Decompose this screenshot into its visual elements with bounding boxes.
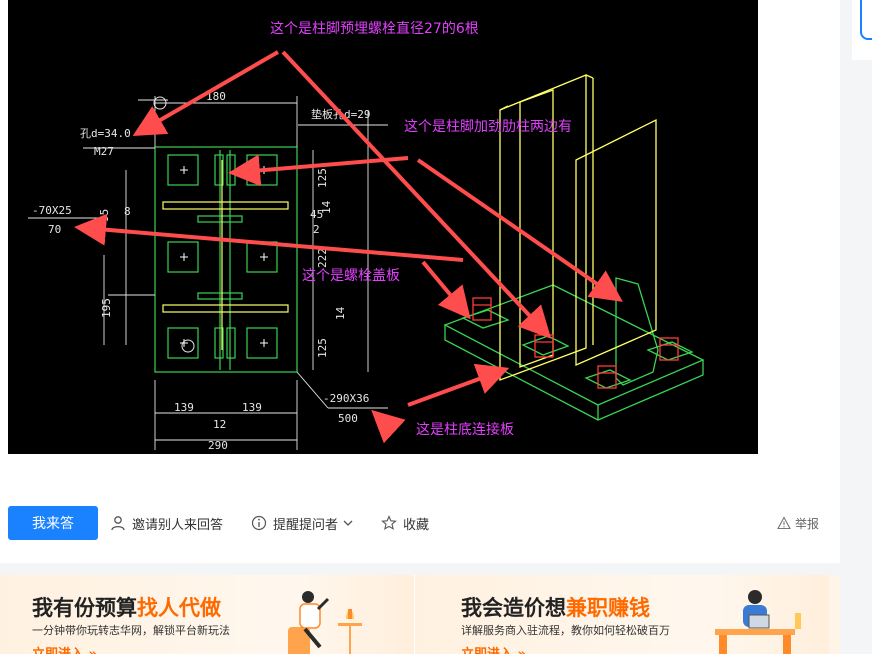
promo-banner-enter-link[interactable]: 立即进入 » <box>32 643 97 654</box>
dim-14b: 14 <box>334 306 347 320</box>
info-icon <box>251 515 267 531</box>
promo-banner-subtitle: 详解服务商入驻流程，教你如何轻松破百万 <box>461 624 670 637</box>
dim-139a: 139 <box>174 401 194 414</box>
promo-banner-subtitle: 一分钟带你玩转志华网，解锁平台新玩法 <box>32 624 230 637</box>
dimension-lines <box>28 96 388 450</box>
label-stiffener: 这个是柱脚加劲肋柱两边有 <box>404 118 572 135</box>
person-at-laptop-illustration <box>715 590 801 654</box>
dim-95: 95 <box>98 209 111 222</box>
report-label: 举报 <box>795 516 820 531</box>
dim-2: 2 <box>313 223 320 236</box>
star-icon <box>381 515 397 530</box>
report-action[interactable]: 举报 <box>777 506 819 540</box>
promo-banner-budget[interactable]: 我有份预算找人代做 一分钟带你玩转志华网，解锁平台新玩法 立即进入 » <box>0 575 414 654</box>
promo-banner-title: 我会造价想兼职赚钱 <box>461 596 650 620</box>
invite-answer-action[interactable]: 邀请别人来回答 <box>110 506 223 540</box>
answer-action-bar: 我来答 邀请别人来回答 提醒提问者 收藏 <box>8 506 828 540</box>
sidebar-card-border <box>860 0 872 40</box>
dim-125a: 125 <box>316 168 329 188</box>
label-base-plate: 这是柱底连接板 <box>416 421 514 438</box>
dim-45: 45 <box>310 208 323 221</box>
label-bolt-cover: 这个是螺栓盖板 <box>302 267 400 284</box>
plan-view <box>154 146 298 373</box>
collect-label: 收藏 <box>403 517 430 533</box>
label-anchor-bolt: 这个是柱脚预埋螺栓直径27的6根 <box>270 20 479 37</box>
invite-answer-label: 邀请别人来回答 <box>132 517 224 533</box>
warning-icon <box>777 516 791 530</box>
answer-button[interactable]: 我来答 <box>8 506 98 540</box>
sidebar-card <box>852 0 872 60</box>
annotation-arrows <box>74 50 623 444</box>
person-at-desk-illustration <box>288 591 362 654</box>
dim-222: 222 <box>316 248 329 268</box>
promo-banner-parttime[interactable]: 我会造价想兼职赚钱 详解服务商入驻流程，教你如何轻松破百万 立即进入 » <box>415 575 829 654</box>
dim-500: 500 <box>338 412 358 425</box>
promo-banners: 我有份预算找人代做 一分钟带你玩转志华网，解锁平台新玩法 立即进入 » 我会造价… <box>0 575 840 654</box>
dim-plate290: -290X36 <box>323 392 369 405</box>
remind-asker-label: 提醒提问者 <box>273 517 339 533</box>
cad-drawing-svg: 180 孔d=34.0 M27 垫板孔d=29 -70X25 70 95 8 1… <box>28 20 705 452</box>
collect-action[interactable]: 收藏 <box>381 506 429 540</box>
dim-12: 12 <box>213 418 226 431</box>
remind-asker-action[interactable]: 提醒提问者 <box>251 506 354 540</box>
question-card: 180 孔d=34.0 M27 垫板孔d=29 -70X25 70 95 8 1… <box>0 0 840 563</box>
dim-290: 290 <box>208 439 228 452</box>
chevron-down-icon <box>343 520 353 526</box>
dim-195: 195 <box>100 298 113 318</box>
annotation-labels: 这个是柱脚预埋螺栓直径27的6根 这个是柱脚加劲肋柱两边有 这个是螺栓盖板 这是… <box>270 20 572 438</box>
cad-drawing-image: 180 孔d=34.0 M27 垫板孔d=29 -70X25 70 95 8 1… <box>8 0 758 454</box>
dim-hole: 孔d=34.0 <box>80 127 131 140</box>
banner-divider <box>414 575 415 654</box>
dim-70: 70 <box>48 223 61 236</box>
dim-14a: 14 <box>320 200 333 214</box>
dim-8: 8 <box>124 205 131 218</box>
user-icon <box>111 516 125 531</box>
promo-banner-enter-link[interactable]: 立即进入 » <box>461 643 526 654</box>
dim-139b: 139 <box>242 401 262 414</box>
dim-180: 180 <box>206 90 226 103</box>
promo-banner-title: 我有份预算找人代做 <box>32 596 221 620</box>
dim-plate70: -70X25 <box>32 204 72 217</box>
dim-125b: 125 <box>316 338 329 358</box>
isometric-view <box>443 74 705 421</box>
dim-m27: M27 <box>94 145 114 158</box>
